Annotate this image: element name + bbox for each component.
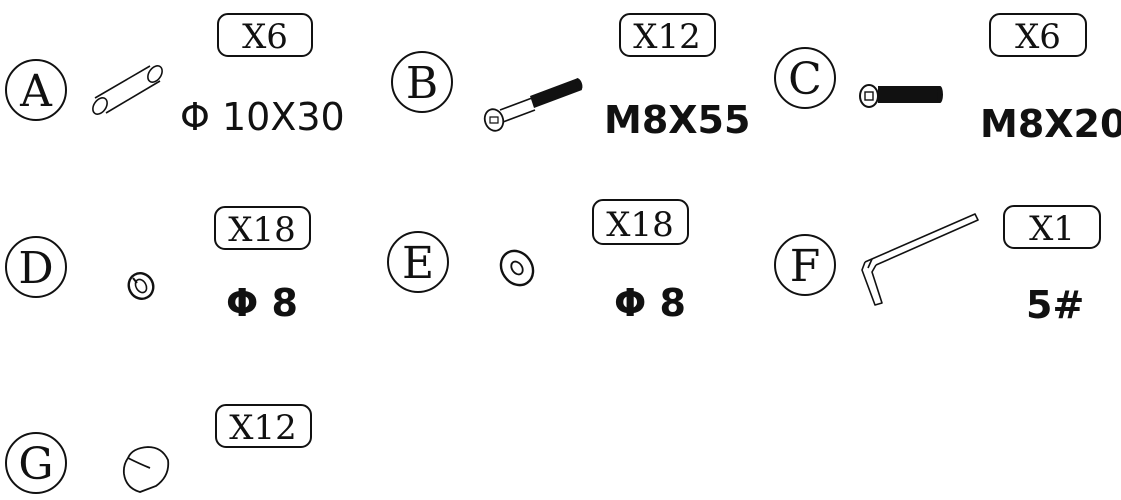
part-g: G X12	[5, 404, 312, 494]
part-f-quantity: X1	[1029, 209, 1075, 249]
part-a-quantity: X6	[242, 17, 288, 57]
part-a-letter: A	[19, 66, 53, 117]
part-b-spec: M8X55	[604, 98, 750, 142]
part-f-letter: F	[790, 241, 821, 292]
part-f: F X1 5#	[774, 205, 1101, 327]
part-c-quantity: X6	[1015, 17, 1061, 57]
part-a-quantity-box	[217, 13, 313, 57]
spring-washer-icon	[127, 272, 155, 300]
part-b: B X12 M8X55	[391, 13, 750, 142]
part-g-quantity-box	[215, 404, 312, 448]
part-d-quantity: X18	[228, 210, 295, 250]
part-c-quantity-box	[989, 13, 1087, 57]
part-d-letter: D	[18, 243, 53, 294]
part-e-quantity: X18	[606, 205, 673, 245]
short-bolt-icon	[859, 84, 943, 108]
part-f-quantity-box	[1003, 205, 1101, 249]
part-a-spec: Φ 10X30	[180, 95, 345, 139]
part-c-letter: C	[788, 54, 822, 105]
part-b-letter: B	[406, 58, 438, 109]
flat-washer-icon	[499, 249, 535, 287]
part-c-letter-circle	[774, 47, 836, 109]
part-a: A X6 Φ 10X30	[5, 13, 345, 139]
part-a-letter-circle	[5, 59, 67, 121]
part-e: E X18 Φ 8	[387, 199, 689, 325]
part-e-spec: Φ 8	[614, 281, 686, 325]
end-cap-icon	[122, 446, 170, 493]
part-d-letter-circle	[5, 236, 67, 298]
part-b-quantity: X12	[633, 17, 700, 57]
part-d: D X18 Φ 8	[5, 206, 311, 325]
part-c: C X6 M8X20	[774, 13, 1121, 146]
part-g-letter-circle	[5, 432, 67, 494]
part-b-quantity-box	[619, 13, 716, 57]
part-e-letter: E	[402, 238, 434, 289]
long-bolt-icon	[483, 78, 583, 132]
allen-key-icon	[861, 213, 979, 306]
part-d-quantity-box	[214, 206, 311, 250]
part-d-spec: Φ 8	[226, 281, 298, 325]
part-e-letter-circle	[387, 231, 449, 293]
part-e-quantity-box	[592, 199, 689, 245]
part-f-letter-circle	[774, 234, 836, 296]
part-b-letter-circle	[391, 51, 453, 113]
part-f-spec: 5#	[1026, 283, 1084, 327]
dowel-pin-icon	[92, 65, 163, 115]
part-c-spec: M8X20	[980, 102, 1121, 146]
part-g-letter: G	[18, 439, 53, 490]
part-g-quantity: X12	[229, 408, 296, 448]
